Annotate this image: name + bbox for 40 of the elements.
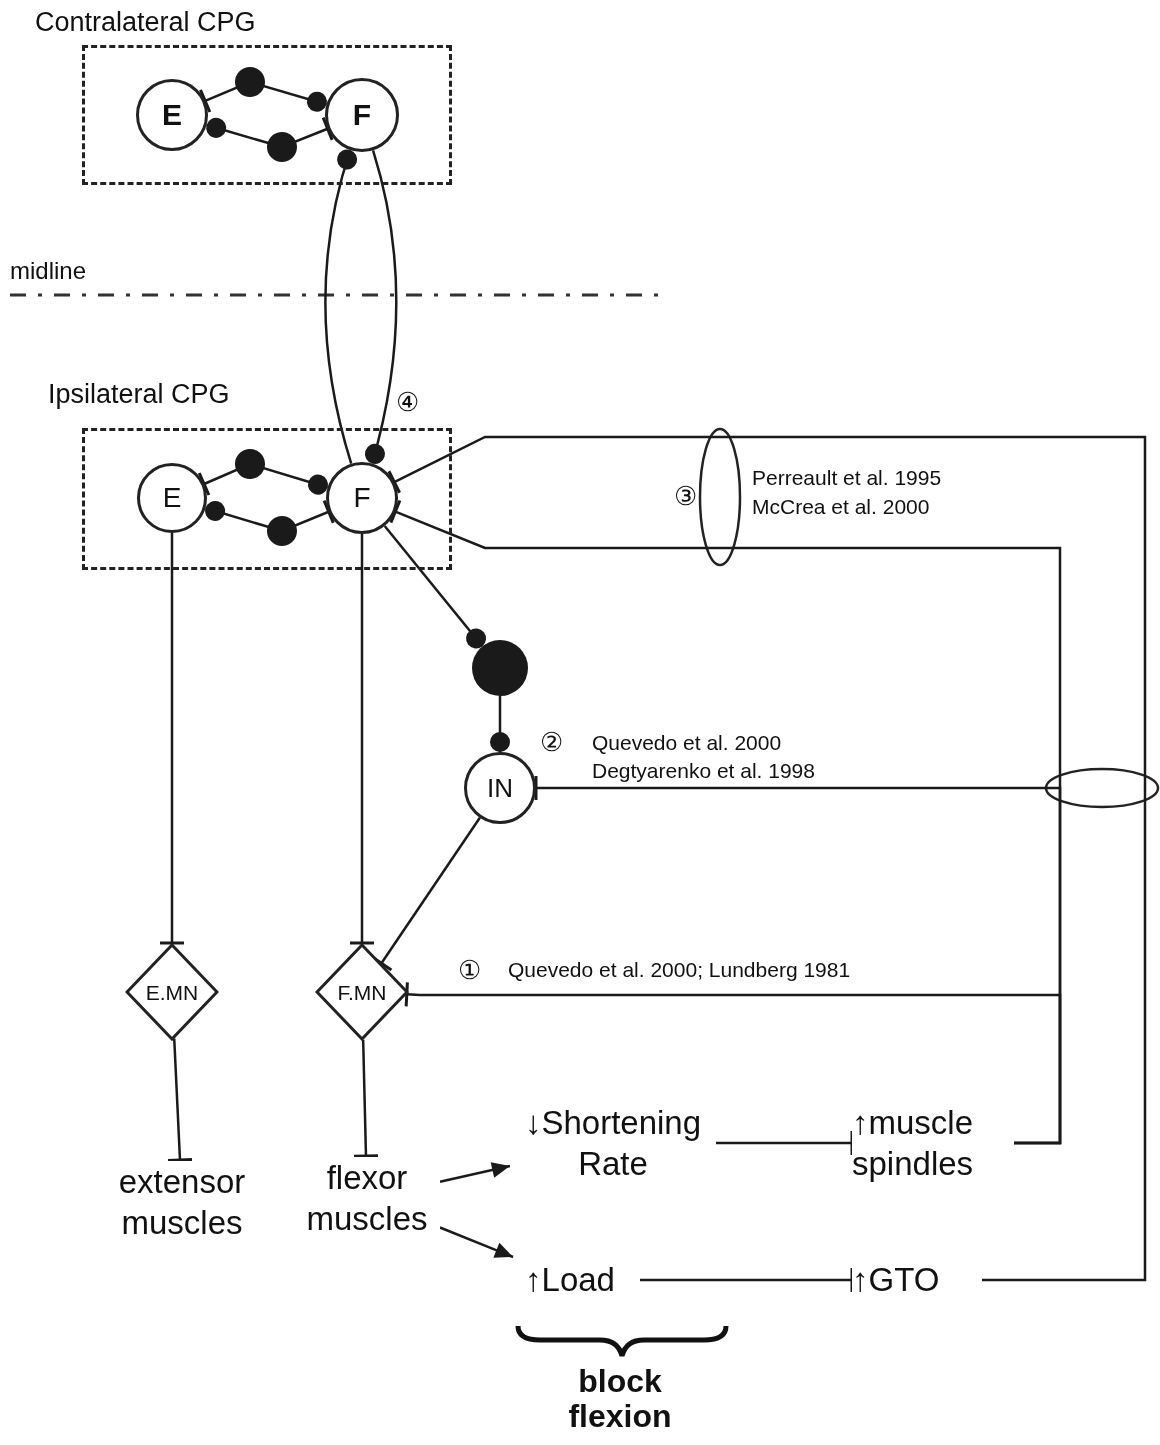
connector-line	[348, 534, 376, 945]
connector-line	[716, 1129, 854, 1157]
neuron-circle	[326, 462, 398, 534]
connector-line	[439, 1162, 511, 1183]
callout-number: ②	[540, 728, 563, 757]
connector-line	[199, 67, 327, 113]
neuron-label: E	[162, 484, 182, 512]
connector-line	[387, 435, 1147, 1282]
midline-label: midline	[10, 258, 87, 285]
neuron-label: E	[162, 100, 182, 130]
connector-line	[205, 500, 335, 546]
connector-line	[198, 449, 328, 496]
citation-text: Degtyarenko et al. 1998	[592, 759, 815, 783]
callout-number: ④	[396, 388, 419, 417]
citation-text: Perreault et al. 1995	[752, 466, 942, 490]
connector-line	[490, 696, 510, 752]
connector-line	[364, 149, 398, 464]
group-title: Contralateral CPG	[35, 8, 256, 38]
neuron-label: F	[352, 100, 372, 130]
citation-text: McCrea et al. 2000	[752, 495, 930, 519]
callout-number: ①	[458, 956, 481, 985]
group-title: Ipsilateral CPG	[48, 380, 230, 410]
connector-line	[206, 117, 333, 162]
connector-line	[158, 533, 186, 945]
connector-line	[352, 1039, 380, 1158]
motoneuron-label: F.MN	[337, 981, 387, 1003]
connector-line	[439, 1226, 514, 1259]
synapse-dot	[472, 640, 528, 696]
connector-line	[383, 525, 487, 649]
citation-text: Quevedo et al. 2000; Lundberg 1981	[508, 958, 851, 982]
connector-line	[324, 149, 358, 464]
connector-line	[166, 1038, 194, 1163]
neuron-label: F	[353, 484, 371, 512]
neuron-label: IN	[487, 775, 513, 801]
callout-number: ③	[674, 482, 697, 511]
motoneuron-label: E.MN	[145, 981, 199, 1003]
outcome-text: block flexion	[567, 1364, 673, 1435]
connector-line	[640, 1266, 854, 1294]
citation-text: Quevedo et al. 2000	[592, 731, 782, 755]
connector-line	[389, 498, 1062, 1145]
